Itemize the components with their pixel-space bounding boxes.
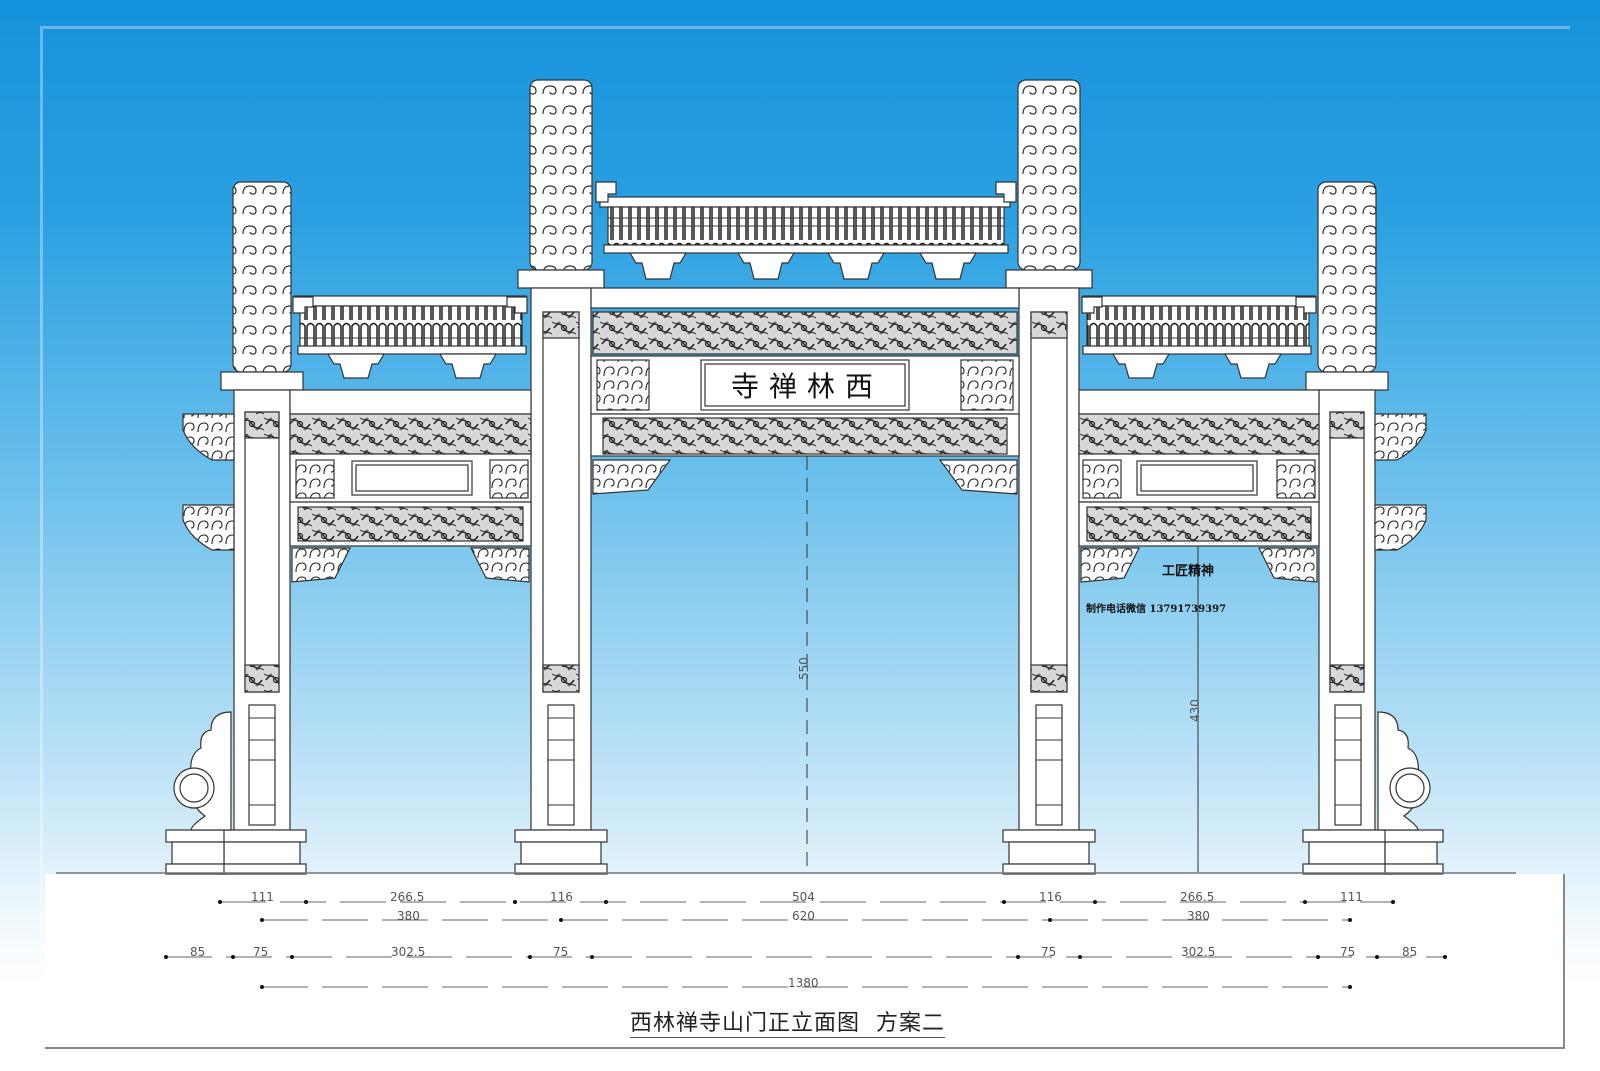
dim-label: 380 [397,909,420,923]
dim-label: 85 [1402,945,1418,959]
dim-label: 75 [553,945,569,959]
dim-label: 85 [190,945,206,959]
dim-label: 75 [253,945,269,959]
dim-label: 111 [1340,890,1363,904]
temple-name-plaque: 寺禅林西 [730,370,883,403]
dim-label-overall: 1380 [788,976,819,990]
dim-label: 116 [1039,890,1062,904]
drawing-title: 西林禅寺山门正立面图 方案二 [630,1005,945,1038]
dim-label: 116 [550,890,573,904]
dim-label: 380 [1187,909,1210,923]
dim-label: 302.5 [391,945,426,959]
contact-annotation: 制作电话微信 13791739397 [1086,604,1227,615]
dim-label: 266.5 [390,890,425,904]
dim-label: 504 [792,890,815,904]
side-height-dim: 430 [1188,699,1202,722]
dim-label: 302.5 [1181,945,1216,959]
dim-label: 75 [1041,945,1057,959]
dim-label: 620 [792,909,815,923]
craft-annotation: 工匠精神 [1162,564,1215,579]
dim-label: 75 [1340,945,1356,959]
center-height-dim: 550 [797,657,811,680]
dimension-sheet [45,874,1565,1049]
dim-label: 111 [251,890,274,904]
drawing-frame [40,26,1570,1036]
dim-label: 266.5 [1180,890,1215,904]
